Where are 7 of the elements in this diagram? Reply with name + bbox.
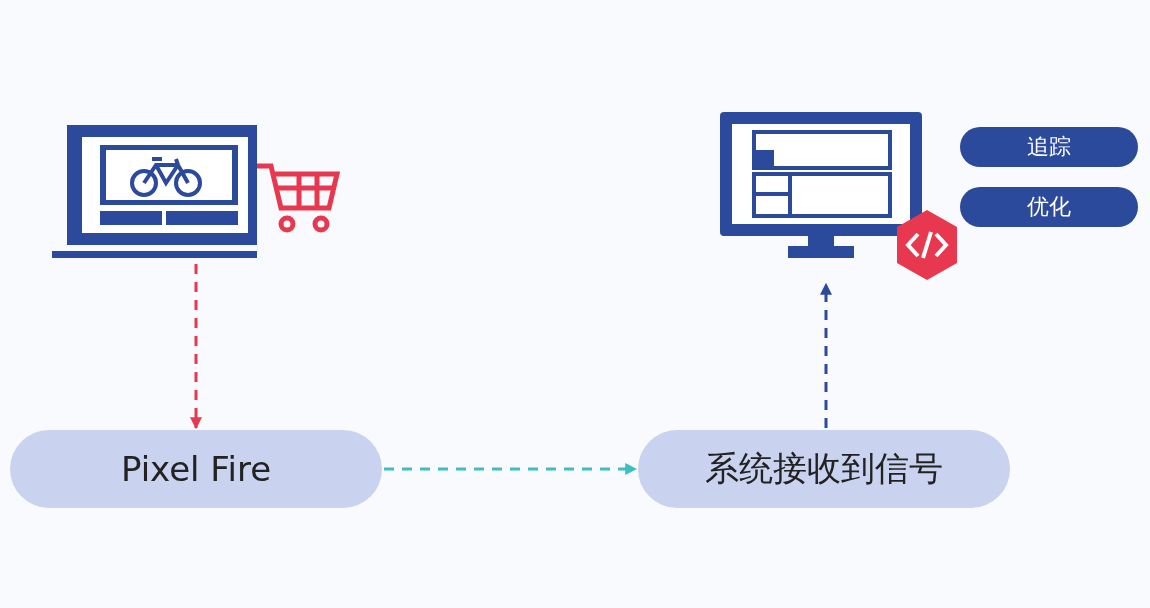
dashed-arrow (190, 264, 202, 430)
tag-button: 优化 (960, 187, 1138, 227)
process-pill: 系统接收到信号 (638, 430, 1010, 508)
dashed-arrow (820, 282, 832, 428)
tag-button: 追踪 (960, 127, 1138, 167)
process-pill: Pixel Fire (10, 430, 382, 508)
dashed-arrow (384, 463, 638, 475)
